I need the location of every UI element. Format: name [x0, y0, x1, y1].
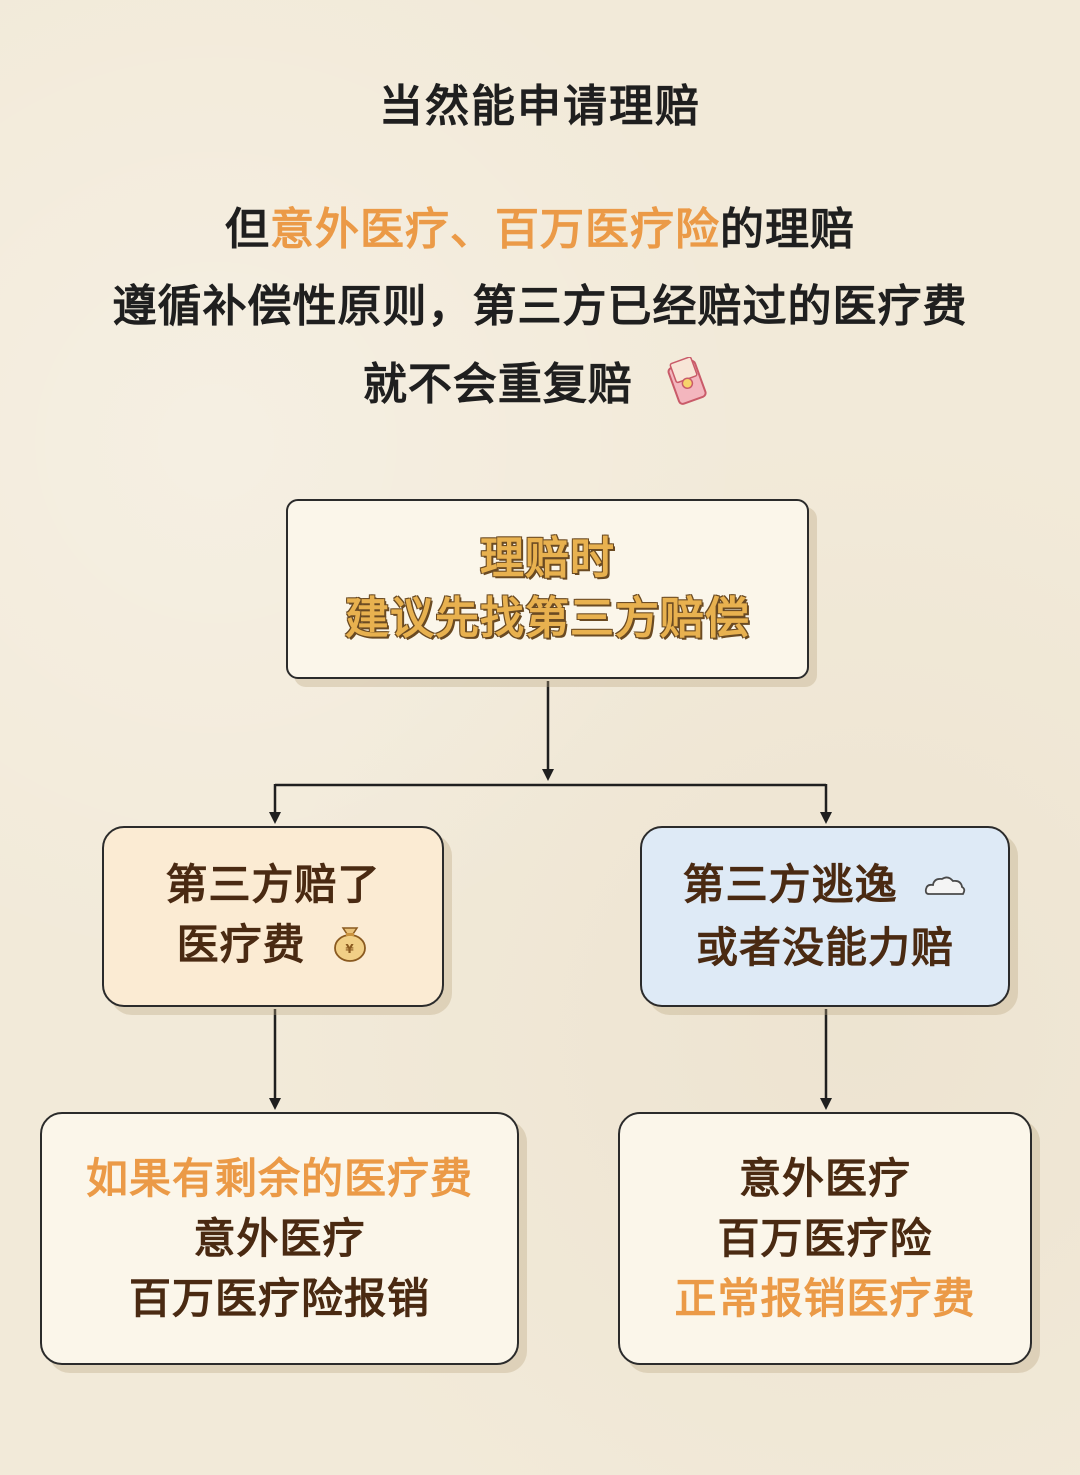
intro-line-2: 遵循补偿性原则，第三方已经赔过的医疗费 — [112, 281, 968, 332]
intro-line-1-suffix: 的理赔 — [720, 204, 855, 255]
node-normal-reimburse-line-3: 正常报销医疗费 — [674, 1273, 976, 1323]
dust-cloud-icon — [923, 858, 967, 918]
node-claim-start-line-1: 理赔时 — [480, 533, 615, 584]
intro-line-3: 就不会重复赔 — [0, 348, 1080, 418]
node-third-party-fled-line-2: 或者没能力赔 — [695, 922, 954, 972]
money-bag-icon: ¥ — [331, 918, 369, 978]
node-remaining-reimburse: 如果有剩余的医疗费 意外医疗 百万医疗险报销 — [40, 1112, 519, 1365]
node-remaining-reimburse-line-2: 意外医疗 — [193, 1213, 366, 1263]
page-title: 当然能申请理赔 — [379, 81, 701, 132]
node-remaining-reimburse-line-1: 如果有剩余的医疗费 — [85, 1153, 473, 1203]
node-third-party-paid: 第三方赔了 医疗费 ¥ — [102, 826, 444, 1007]
red-envelope-icon — [659, 355, 717, 418]
intro-line-3-text: 就不会重复赔 — [362, 359, 633, 410]
intro-line-1: 但意外医疗、百万医疗险的理赔 — [0, 193, 1080, 257]
node-claim-start-line-2: 建议先找第三方赔偿 — [345, 593, 750, 644]
node-normal-reimburse-line-2: 百万医疗险 — [717, 1213, 933, 1263]
node-third-party-paid-line-1: 第三方赔了 — [165, 860, 381, 910]
node-third-party-fled: 第三方逃逸 或者没能力赔 — [640, 826, 1010, 1007]
node-remaining-reimburse-line-3: 百万医疗险报销 — [128, 1273, 430, 1323]
node-third-party-fled-line-1: 第三方逃逸 — [683, 855, 968, 918]
intro-line-1-prefix: 但 — [225, 204, 270, 255]
svg-text:¥: ¥ — [346, 942, 355, 956]
node-claim-start: 理赔时 建议先找第三方赔偿 — [286, 499, 809, 679]
node-normal-reimburse: 意外医疗 百万医疗险 正常报销医疗费 — [618, 1112, 1032, 1365]
node-normal-reimburse-line-1: 意外医疗 — [738, 1153, 911, 1203]
node-third-party-paid-line-2: 医疗费 ¥ — [177, 915, 370, 978]
node-third-party-paid-line-2-text: 医疗费 — [176, 920, 306, 970]
node-third-party-fled-line-1-text: 第三方逃逸 — [682, 860, 898, 910]
intro-line-1-highlight: 意外医疗、百万医疗险 — [270, 204, 720, 255]
